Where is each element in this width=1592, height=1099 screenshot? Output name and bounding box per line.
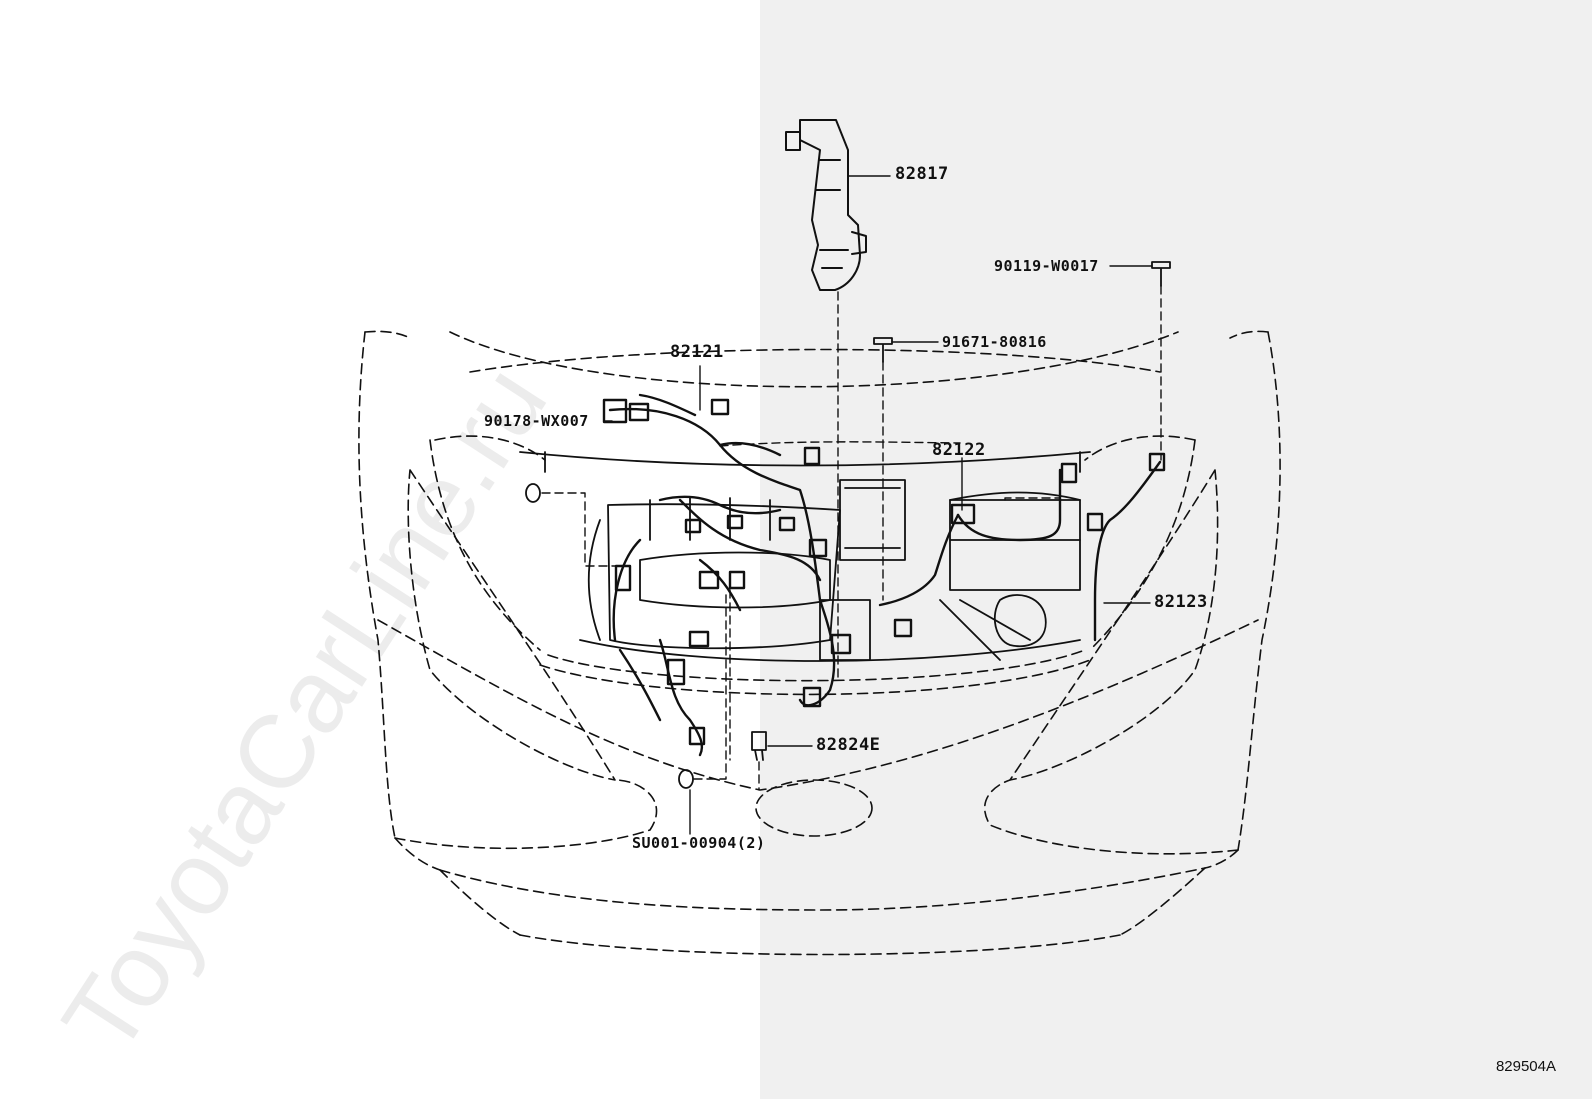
connector-82121-4: [803, 446, 821, 466]
bracket-82817-hook: [851, 231, 867, 255]
ref-90178: [541, 492, 616, 567]
reference-lines: [541, 285, 1162, 791]
connector-82121-15: [808, 538, 828, 558]
fender-left-inner: [429, 439, 541, 651]
connector-82123-1: [1148, 452, 1166, 472]
ref-82121-cross: [719, 441, 961, 447]
left-strut: [587, 519, 601, 641]
connector-82122-3: [893, 618, 913, 638]
part-label-82824E: 82824E: [816, 735, 881, 755]
emblem: [755, 779, 873, 837]
part-label-82122: 82122: [932, 440, 986, 460]
chin-spoiler: [519, 934, 1121, 956]
harness-82121-branch-i: [698, 558, 742, 612]
harness-82121-branch-c: [678, 498, 822, 582]
clip-90178: [525, 483, 541, 503]
connector-82121-13: [688, 726, 706, 746]
bolt-90119: [1151, 261, 1171, 287]
bracket-82817-detail: [815, 159, 849, 269]
chin-left: [439, 869, 521, 936]
connector-82123-2: [1086, 512, 1104, 532]
harness-82123: [1086, 452, 1166, 642]
connector-82121-5: [684, 518, 702, 534]
harness-82121-branch-d: [612, 538, 642, 642]
body-left-bottom: [394, 837, 441, 871]
part-label-90178-WX007: 90178-WX007: [484, 412, 589, 430]
connector-82121-3: [710, 398, 730, 416]
right-gray-panel: [760, 0, 1592, 1099]
connector-82121-2: [628, 402, 650, 422]
harness-82122-branch: [878, 513, 960, 607]
body-top-left: [364, 330, 411, 339]
part-label-SU001-00904: SU001-00904(2): [632, 834, 766, 852]
body-right-bottom: [1204, 849, 1239, 869]
engine-block-outline: [607, 503, 841, 650]
headlamp-right-top: [1084, 435, 1196, 461]
fuse-box-lid: [844, 487, 901, 549]
washer-bottle: [993, 594, 1047, 648]
bracket-82817-clip: [785, 131, 801, 151]
bumper-right-sweep: [983, 779, 1239, 855]
grille-lower: [539, 659, 1091, 696]
hood-lip: [449, 331, 1179, 388]
fasteners: [525, 261, 1171, 789]
harness-82122-main: [956, 468, 1062, 542]
lower-crossmember: [579, 639, 1081, 662]
part-label-90119-W0017: 90119-W0017: [994, 257, 1099, 275]
connector-82121-10: [728, 570, 746, 590]
figure-code: 829504A: [1495, 1058, 1556, 1075]
harness-82121-branch-a: [638, 393, 697, 417]
ref-SU001: [693, 589, 727, 780]
chin-right: [1119, 867, 1206, 936]
connector-82121-14: [830, 633, 852, 655]
headlamp-right: [1009, 469, 1219, 781]
harness-82123-main: [1093, 460, 1162, 642]
part-label-91671-80816: 91671-80816: [942, 333, 1047, 351]
bracket-82824E: [751, 731, 767, 761]
part-label-82123: 82123: [1154, 592, 1208, 612]
part-label-82817: 82817: [895, 164, 949, 184]
bumper-upper: [377, 619, 1259, 791]
engine-components: [519, 451, 1091, 662]
cowl-line: [469, 348, 1161, 373]
harness-82121-branch-f: [618, 648, 662, 722]
fender-right-inner: [1089, 439, 1196, 651]
connector-82121-16: [802, 686, 822, 708]
relay-block: [819, 599, 871, 661]
connector-82121-7: [778, 516, 796, 532]
harness-82121: [602, 393, 852, 757]
body-right-side: [1237, 331, 1281, 851]
right-component: [939, 599, 1031, 661]
battery-top: [949, 491, 1081, 501]
grille-upper: [547, 649, 1086, 682]
part-label-82121: 82121: [670, 342, 724, 362]
battery-tray: [949, 499, 1081, 591]
leader-lines: [603, 175, 1153, 835]
bumper-lower: [439, 867, 1206, 911]
connector-82122-1: [950, 503, 976, 525]
bracket-82817-body: [799, 119, 861, 291]
connector-82122-2: [1060, 462, 1078, 484]
connector-82121-6: [726, 514, 744, 530]
bumper-left-sweep: [394, 779, 658, 850]
car-body-outline: [358, 330, 1281, 956]
headlamp-left: [407, 469, 616, 781]
harness-82121-branch-h: [658, 495, 782, 515]
headlamp-left-top: [434, 435, 546, 461]
bracket-82817: [785, 119, 867, 291]
connector-82121-8: [614, 564, 632, 592]
connector-82121-9: [698, 570, 720, 590]
ref-82122: [1004, 497, 1061, 501]
harness-82121-main: [608, 407, 822, 602]
bolt-91671: [873, 337, 893, 363]
connector-82121-1: [602, 398, 628, 424]
connector-82121-11: [688, 630, 710, 648]
harness-82122: [878, 462, 1078, 638]
connector-82121-12: [666, 658, 686, 686]
body-left-side: [358, 331, 396, 839]
radiator-support: [519, 451, 1091, 473]
clip-SU001: [678, 769, 694, 789]
body-top-right: [1229, 330, 1269, 339]
